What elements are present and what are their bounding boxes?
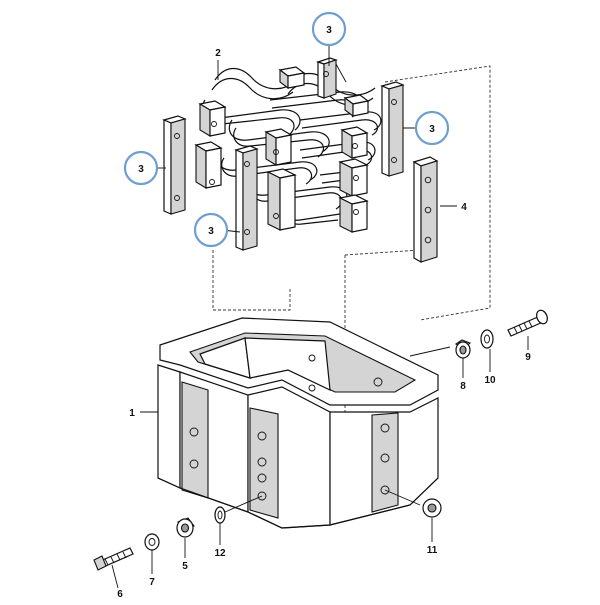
callout-3-top: 3: [326, 25, 332, 36]
callout-labels: 3 3 3 3 2 4 1 9 10 8 11 12 5 7 6: [117, 25, 531, 600]
callout-8: 8: [460, 381, 466, 392]
washer-item-10: [480, 329, 494, 349]
callout-2: 2: [215, 48, 221, 59]
callout-11: 11: [427, 545, 438, 556]
o-ring-item-12: [214, 506, 226, 524]
callout-10: 10: [484, 375, 496, 386]
bus-bar: [412, 156, 439, 264]
connection-straps: [162, 57, 405, 251]
callout-3-left: 3: [138, 164, 144, 175]
housing-frame: [157, 317, 439, 529]
callout-ring-3-center: [193, 212, 229, 248]
highlighted-callouts: [123, 11, 450, 248]
callout-3-center: 3: [208, 226, 214, 237]
spacer-item-5: [176, 517, 195, 538]
callout-5: 5: [182, 561, 188, 572]
bolt-item-9: [507, 309, 548, 337]
callout-7: 7: [149, 577, 155, 588]
nut-item-11: [422, 498, 442, 518]
callout-6: 6: [117, 589, 123, 600]
callout-9: 9: [525, 352, 531, 363]
callout-12: 12: [214, 548, 226, 559]
callout-ring-3-top: [311, 11, 347, 47]
washer-item-7: [144, 533, 160, 551]
spacer-item-8: [454, 339, 472, 359]
callout-ring-3-left: [123, 150, 159, 186]
terminal-blocks: [194, 66, 370, 233]
callout-3-right: 3: [429, 124, 435, 135]
callout-ring-3-right: [414, 110, 450, 146]
stud-item-6: [93, 547, 134, 571]
callout-1: 1: [129, 408, 135, 419]
callout-4: 4: [461, 202, 467, 213]
